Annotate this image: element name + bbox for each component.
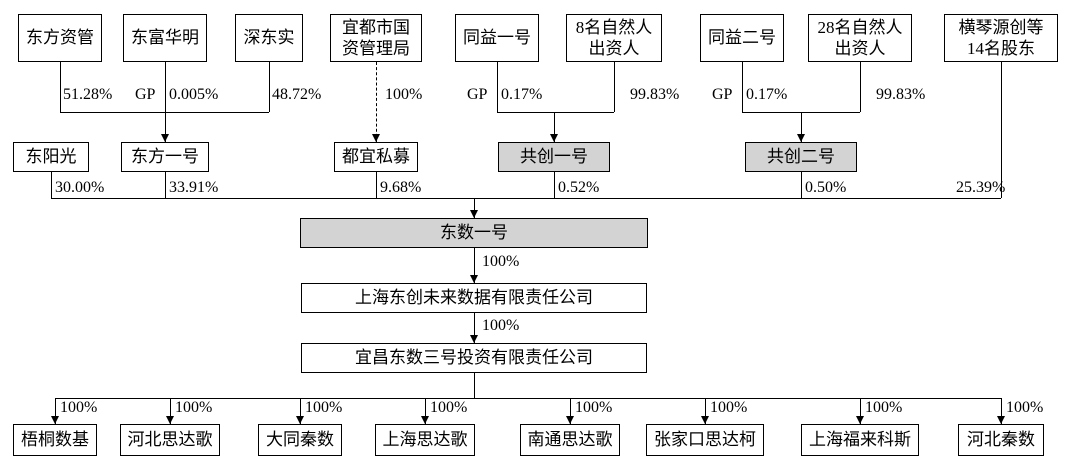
- connector-line: [570, 398, 571, 424]
- ownership-pct-label: 48.72%: [272, 86, 322, 103]
- connector-line: [742, 62, 743, 112]
- connector-line: [474, 198, 475, 218]
- connector-arrowhead: [161, 134, 169, 142]
- node-hebei-qinshu: 河北秦数: [958, 424, 1044, 456]
- connector-arrowhead: [470, 275, 478, 283]
- node-gongchuang-no2: 共创二号: [745, 142, 857, 172]
- connector-line: [554, 112, 555, 142]
- node-gongchuang-no1: 共创一号: [498, 142, 610, 172]
- connector-line-dashed: [376, 62, 377, 142]
- connector-line: [269, 62, 270, 112]
- node-shanghai-fulaikesi: 上海福来科斯: [801, 424, 919, 456]
- node-shanghai-dongchuang: 上海东创未来数据有限责任公司: [301, 283, 647, 313]
- ownership-pct-label: 99.83%: [876, 86, 926, 103]
- connector-arrowhead: [856, 416, 864, 424]
- connector-arrowhead: [470, 210, 478, 218]
- ownership-pct-label: 33.91%: [169, 179, 219, 196]
- connector-line: [860, 398, 861, 424]
- connector-arrowhead: [701, 416, 709, 424]
- connector-line: [497, 112, 614, 113]
- ownership-pct-label: 100%: [175, 399, 213, 416]
- ownership-pct-label: 9.68%: [380, 179, 422, 196]
- connector-line: [170, 398, 171, 424]
- connector-arrowhead: [421, 416, 429, 424]
- ownership-pct-label: 100%: [385, 86, 423, 103]
- ownership-pct-label: 25.39%: [956, 179, 1006, 196]
- ownership-pct-label: 100%: [710, 399, 748, 416]
- gp-role-label: GP: [467, 86, 488, 103]
- node-shendongshi: 深东实: [235, 14, 303, 62]
- connector-line: [614, 62, 615, 112]
- node-duyi-private-fund: 都宜私募: [334, 142, 418, 172]
- connector-line: [801, 172, 802, 198]
- node-8-natural-persons: 8名自然人 出资人: [566, 14, 662, 62]
- node-tongyi-no2: 同益二号: [700, 14, 784, 62]
- connector-line: [1001, 62, 1002, 198]
- connector-arrowhead: [51, 416, 59, 424]
- ownership-pct-label: 0.17%: [746, 86, 788, 103]
- connector-line: [55, 398, 56, 424]
- gp-role-label: GP: [135, 86, 156, 103]
- node-datong-qinshu: 大同秦数: [258, 424, 342, 456]
- connector-line: [51, 172, 52, 198]
- ownership-pct-label: 100%: [1006, 399, 1044, 416]
- ownership-pct-label: 30.00%: [55, 179, 105, 196]
- node-tongyi-no1: 同益一号: [455, 14, 539, 62]
- ownership-pct-label: 0.005%: [169, 86, 219, 103]
- connector-line: [51, 198, 1001, 199]
- connector-arrowhead: [470, 335, 478, 343]
- ownership-pct-label: 100%: [575, 399, 613, 416]
- connector-arrowhead: [166, 416, 174, 424]
- connector-line: [497, 62, 498, 112]
- ownership-pct-label: 100%: [865, 399, 903, 416]
- connector-line: [425, 398, 426, 424]
- connector-line: [474, 313, 475, 343]
- node-dongshu-no1: 东数一号: [300, 218, 648, 248]
- connector-arrowhead: [372, 134, 380, 142]
- connector-arrowhead: [997, 416, 1005, 424]
- ownership-pct-label: 99.83%: [630, 86, 680, 103]
- node-yidu-sasac: 宜都市国 资管理局: [330, 14, 422, 62]
- connector-line: [165, 62, 166, 142]
- ownership-pct-label: 0.52%: [558, 179, 600, 196]
- node-hengqin-shareholders: 横琴源创等 14名股东: [944, 14, 1058, 62]
- connector-line: [1001, 398, 1002, 424]
- node-dongfang-asset: 东方资管: [18, 14, 102, 62]
- ownership-pct-label: 0.50%: [805, 179, 847, 196]
- ownership-pct-label: 0.17%: [501, 86, 543, 103]
- ownership-pct-label: 100%: [482, 253, 520, 270]
- node-dongyangguang: 东阳光: [13, 142, 89, 172]
- node-dongfu-huaming: 东富华明: [123, 14, 207, 62]
- ownership-pct-label: 100%: [430, 399, 468, 416]
- ownership-pct-label: 51.28%: [63, 86, 113, 103]
- node-dongfang-no1: 东方一号: [121, 142, 209, 172]
- connector-line: [801, 112, 802, 142]
- connector-line: [165, 172, 166, 198]
- connector-arrowhead: [296, 416, 304, 424]
- node-shanghai-sidage: 上海思达歌: [375, 424, 475, 456]
- ownership-pct-label: 100%: [60, 399, 98, 416]
- ownership-pct-label: 100%: [482, 317, 520, 334]
- connector-line: [376, 172, 377, 198]
- connector-arrowhead: [550, 134, 558, 142]
- node-28-natural-persons: 28名自然人 出资人: [808, 14, 912, 62]
- connector-arrowhead: [566, 416, 574, 424]
- connector-line: [474, 373, 475, 398]
- connector-line: [705, 398, 706, 424]
- node-yichang-dongshu-no3: 宜昌东数三号投资有限责任公司: [301, 343, 647, 373]
- connector-line: [60, 112, 269, 113]
- node-nantong-sidage: 南通思达歌: [520, 424, 620, 456]
- node-hebei-sidage: 河北思达歌: [120, 424, 220, 456]
- ownership-pct-label: 100%: [305, 399, 343, 416]
- connector-line: [554, 172, 555, 198]
- node-wutong-shuji: 梧桐数基: [13, 424, 97, 456]
- connector-line: [55, 398, 1001, 399]
- connector-arrowhead: [797, 134, 805, 142]
- connector-line: [300, 398, 301, 424]
- connector-line: [860, 62, 861, 112]
- connector-line: [474, 248, 475, 283]
- node-zhangjiakou-sidake: 张家口思达柯: [646, 424, 764, 456]
- connector-line: [60, 62, 61, 112]
- gp-role-label: GP: [712, 86, 733, 103]
